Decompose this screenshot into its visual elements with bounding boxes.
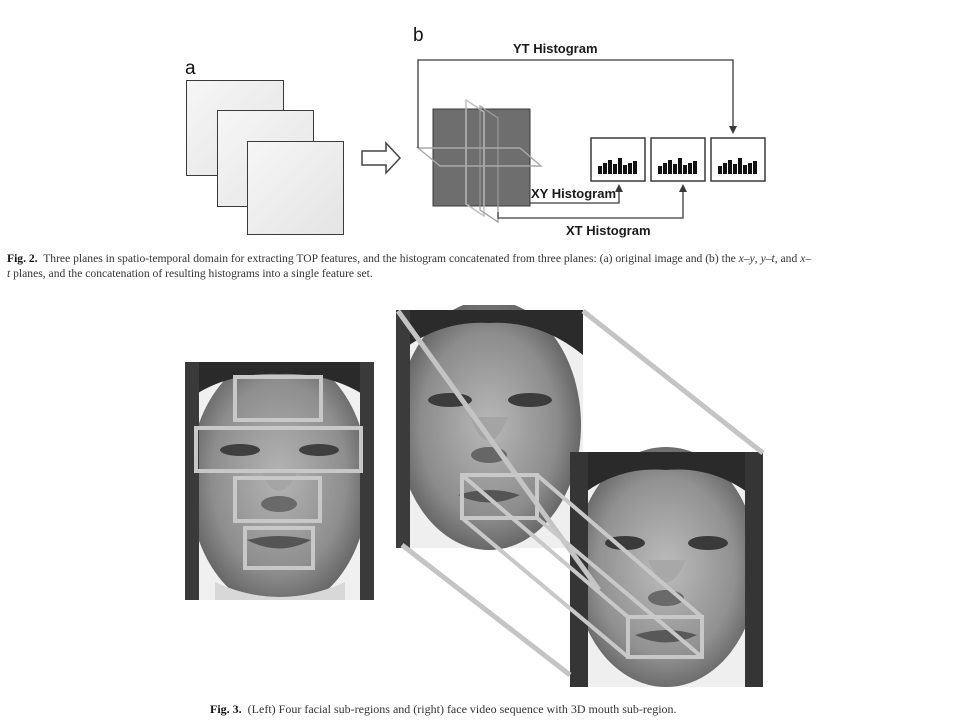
caption-var-yt: y–t (760, 252, 775, 265)
caption-var-xt-1: x– (800, 252, 812, 265)
panel-b-label: b (413, 25, 424, 46)
figure-2-caption-label: Fig. 2. (7, 252, 38, 265)
yt-plane-2 (479, 104, 499, 224)
xt-arrowhead (679, 184, 687, 192)
frame-3 (247, 141, 344, 235)
face-image-left (185, 362, 374, 600)
figure-2-caption-text: Three planes in spatio-temporal domain f… (43, 252, 739, 265)
face-left-drawing (185, 362, 374, 600)
caption-sep-2: , and (774, 252, 801, 265)
face-frame-back (396, 305, 583, 550)
yt-arrowhead (729, 126, 737, 134)
region-box-forehead (233, 375, 323, 422)
figure-3-caption: Fig. 3. (Left) Four facial sub-regions a… (210, 702, 810, 717)
face-frame-front (570, 447, 763, 687)
figure-3-caption-label: Fig. 3. (210, 702, 242, 716)
figure-2-caption: Fig. 2. Three planes in spatio-temporal … (7, 252, 957, 281)
xt-histogram-label: XT Histogram (566, 223, 651, 238)
face-sequence-3d (395, 305, 765, 687)
histogram-bars-xy (598, 158, 637, 174)
region-box-mouth (243, 526, 315, 570)
hollow-arrow-icon (361, 141, 402, 175)
xt-plane (416, 147, 543, 167)
caption-sep-1: , (754, 252, 761, 265)
caption-var-xy: x–y (738, 252, 755, 265)
figure-2-caption-tail: planes, and the concatenation of resulti… (10, 266, 373, 280)
caption-var-xt-2: t (7, 266, 11, 280)
xy-histogram-label: XY Histogram (531, 186, 617, 201)
xt-connector (497, 190, 684, 219)
xy-plane (432, 108, 531, 207)
xy-connector (530, 190, 620, 204)
top-diagram (361, 59, 766, 224)
histogram-bars-yt (718, 158, 757, 174)
mouth-cuboid (460, 473, 704, 659)
yt-histogram-label: YT Histogram (513, 41, 598, 56)
yt-connector (417, 59, 734, 148)
figure-3-caption-text: (Left) Four facial sub-regions and (righ… (247, 702, 677, 716)
yt-plane (465, 98, 485, 218)
region-box-eyes (194, 426, 363, 473)
histogram-bars-xt (658, 158, 697, 174)
panel-a-label: a (185, 58, 196, 79)
xy-arrowhead (615, 184, 623, 192)
region-box-nose (233, 476, 322, 523)
